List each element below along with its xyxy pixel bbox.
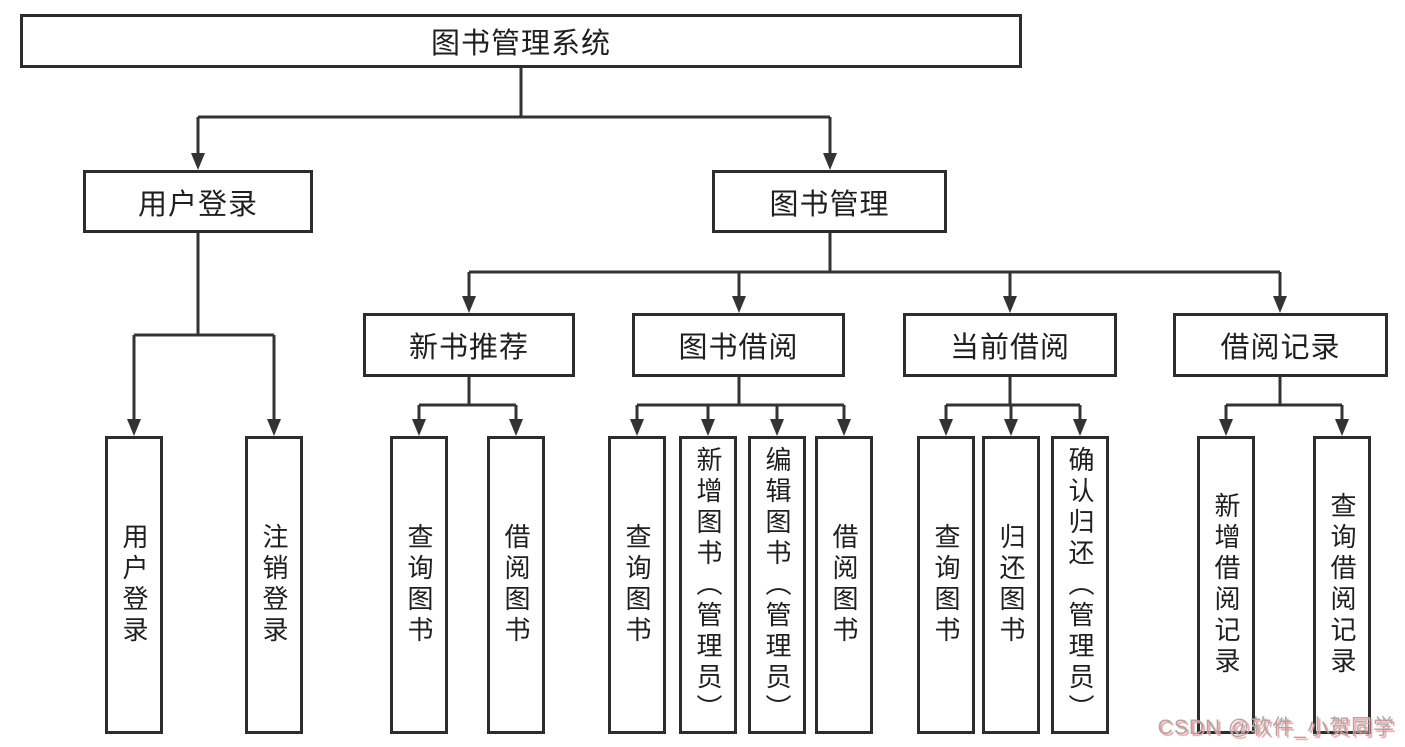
arrowhead-leaf-logout bbox=[267, 419, 281, 436]
arrowhead-book-borrow bbox=[732, 296, 746, 313]
node-user-login-label: 用户登录 bbox=[137, 188, 258, 221]
leaf-query-borrow-record-label: 查询借阅记录 bbox=[1327, 492, 1357, 678]
leaf-query-borrow-record: 查询借阅记录 bbox=[1313, 436, 1371, 734]
leaf-edit-books-admin: 编辑图书（管理员） bbox=[748, 436, 806, 734]
leaf-borrow-books-rec-label: 借阅图书 bbox=[501, 523, 531, 647]
node-borrowing-records-label: 借阅记录 bbox=[1220, 332, 1341, 364]
leaf-borrow-books-borrow-label: 借阅图书 bbox=[829, 523, 859, 647]
leaf-return-books: 归还图书 bbox=[982, 436, 1040, 734]
leaf-add-borrow-record: 新增借阅记录 bbox=[1197, 436, 1255, 734]
node-book-management: 图书管理 bbox=[712, 170, 947, 233]
leaf-add-books-admin: 新增图书（管理员） bbox=[679, 436, 737, 734]
node-root: 图书管理系统 bbox=[20, 14, 1022, 68]
node-book-borrowing: 图书借阅 bbox=[632, 313, 845, 377]
leaf-borrow-books-rec: 借阅图书 bbox=[487, 436, 545, 734]
node-book-management-label: 图书管理 bbox=[769, 188, 890, 221]
leaf-logout: 注销登录 bbox=[245, 436, 303, 734]
leaf-confirm-return-admin-label: 确认归还（管理员） bbox=[1065, 445, 1095, 725]
node-current-borrowing: 当前借阅 bbox=[903, 313, 1117, 377]
leaf-user-login: 用户登录 bbox=[105, 436, 163, 734]
leaf-borrow-books-borrow: 借阅图书 bbox=[815, 436, 873, 734]
leaf-query-books-rec-label: 查询图书 bbox=[404, 523, 434, 647]
arrowhead-borrow-records bbox=[1273, 296, 1287, 313]
node-book-borrowing-label: 图书借阅 bbox=[678, 332, 799, 364]
leaf-return-books-label: 归还图书 bbox=[996, 523, 1026, 647]
leaf-confirm-return-admin: 确认归还（管理员） bbox=[1051, 436, 1109, 734]
arrowhead-current-borrow bbox=[1003, 296, 1017, 313]
node-user-login: 用户登录 bbox=[83, 170, 313, 233]
leaf-query-books-rec: 查询图书 bbox=[390, 436, 448, 734]
node-current-borrowing-label: 当前借阅 bbox=[949, 332, 1070, 364]
leaf-logout-label: 注销登录 bbox=[259, 523, 289, 647]
leaf-query-books-current-label: 查询图书 bbox=[931, 523, 961, 647]
arrowhead-new-book-rec bbox=[462, 296, 476, 313]
leaf-query-books-borrow: 查询图书 bbox=[608, 436, 666, 734]
arrowhead-book-mgmt bbox=[823, 153, 837, 170]
arrowhead-user-login bbox=[191, 153, 205, 170]
node-root-label: 图书管理系统 bbox=[430, 28, 611, 60]
leaf-user-login-label: 用户登录 bbox=[119, 523, 149, 647]
leaf-add-borrow-record-label: 新增借阅记录 bbox=[1211, 492, 1241, 678]
node-borrowing-records: 借阅记录 bbox=[1173, 313, 1388, 377]
node-new-book-recommendation-label: 新书推荐 bbox=[408, 332, 529, 364]
node-new-book-recommendation: 新书推荐 bbox=[363, 313, 575, 377]
leaf-edit-books-admin-label: 编辑图书（管理员） bbox=[762, 445, 792, 725]
leaf-query-books-borrow-label: 查询图书 bbox=[622, 523, 652, 647]
leaf-query-books-current: 查询图书 bbox=[917, 436, 975, 734]
leaf-add-books-admin-label: 新增图书（管理员） bbox=[693, 445, 723, 725]
arrowhead-leaf-user-login bbox=[127, 419, 141, 436]
